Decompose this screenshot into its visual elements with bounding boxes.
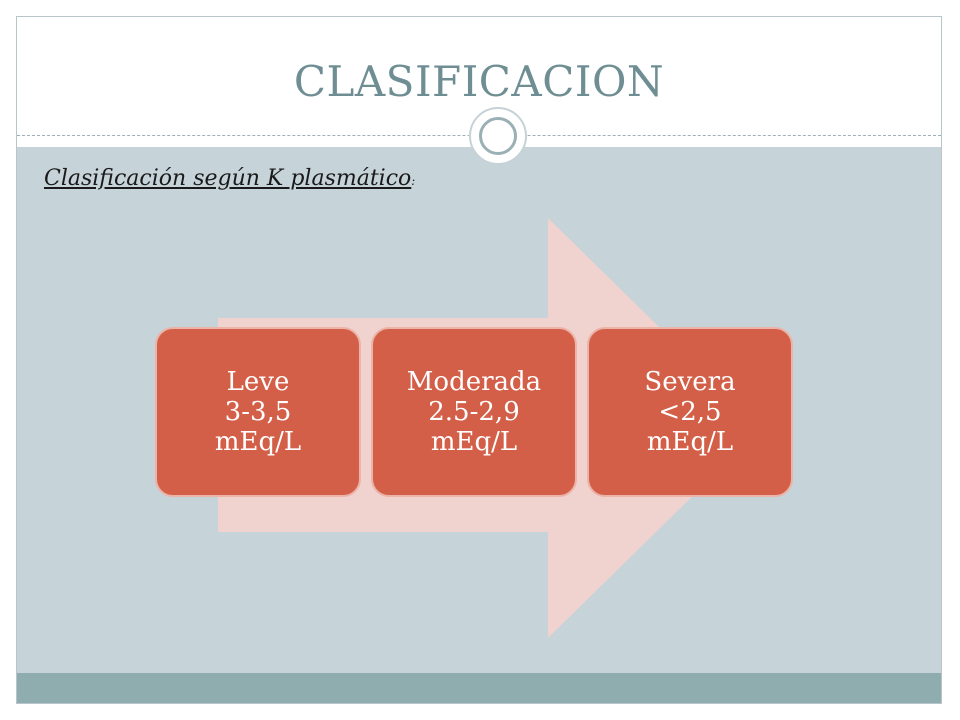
level-box-severa: Severa <2,5 mEq/L: [587, 327, 793, 497]
level-unit: mEq/L: [214, 427, 302, 457]
level-range: <2,5: [658, 397, 722, 427]
subtitle-colon: :: [411, 174, 416, 188]
level-box-leve: Leve 3-3,5 mEq/L: [155, 327, 361, 497]
slide-title: CLASIFICACION: [293, 57, 665, 106]
footer-band: [17, 673, 941, 703]
level-name: Moderada: [406, 367, 542, 397]
level-unit: mEq/L: [430, 427, 518, 457]
level-range: 2.5-2,9: [428, 397, 520, 427]
subtitle-text: Clasificación según K plasmático: [44, 166, 412, 191]
level-unit: mEq/L: [646, 427, 734, 457]
level-name: Leve: [226, 367, 290, 397]
level-box-moderada: Moderada 2.5-2,9 mEq/L: [371, 327, 577, 497]
subtitle: Clasificación según K plasmático:: [44, 166, 415, 191]
level-range: 3-3,5: [224, 397, 292, 427]
level-name: Severa: [644, 367, 736, 397]
divider-ring-icon: [469, 107, 527, 165]
